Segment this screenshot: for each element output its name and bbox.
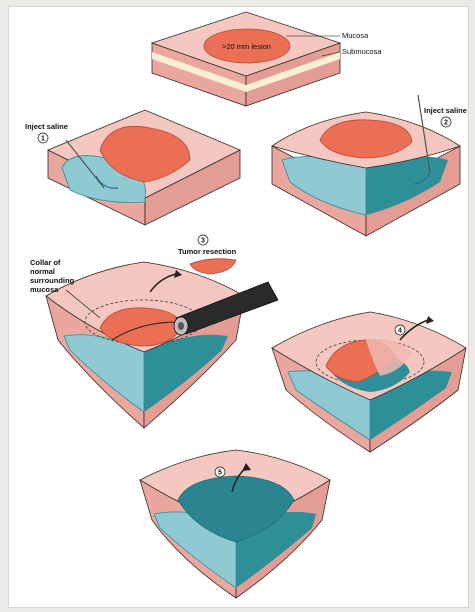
submucosa-label: Submucosa bbox=[342, 47, 382, 56]
step-2-number: 2 bbox=[444, 120, 448, 127]
panel-lift: 4 bbox=[272, 312, 466, 452]
inject-label-1: Inject saline bbox=[25, 122, 68, 131]
collar-label-line4: mucosa bbox=[30, 285, 59, 294]
step-5-number: 5 bbox=[218, 470, 222, 477]
panel-inject-2: Inject saline 2 bbox=[272, 95, 467, 236]
resection-label: Tumor resection bbox=[178, 247, 237, 256]
p3-resected-piece bbox=[190, 259, 236, 274]
mucosa-label: Mucosa bbox=[342, 31, 369, 40]
lesion-label: >20 mm lesion bbox=[222, 42, 271, 51]
panel-inject-1: Inject saline 1 bbox=[25, 110, 240, 225]
collar-label-line1: Collar of bbox=[30, 258, 61, 267]
step-4-number: 4 bbox=[398, 328, 402, 335]
panel-initial: >20 mm lesion Mucosa Submucosa bbox=[152, 12, 382, 106]
panel-defect: 5 bbox=[140, 450, 330, 598]
inject-label-2: Inject saline bbox=[424, 106, 467, 115]
step-1-number: 1 bbox=[41, 136, 45, 143]
panel-resection: 3 Tumor resection Collar of normal surro… bbox=[30, 235, 278, 428]
collar-label-line3: surrounding bbox=[30, 276, 75, 285]
collar-label-line2: normal bbox=[30, 267, 55, 276]
step-3-number: 3 bbox=[201, 238, 205, 245]
